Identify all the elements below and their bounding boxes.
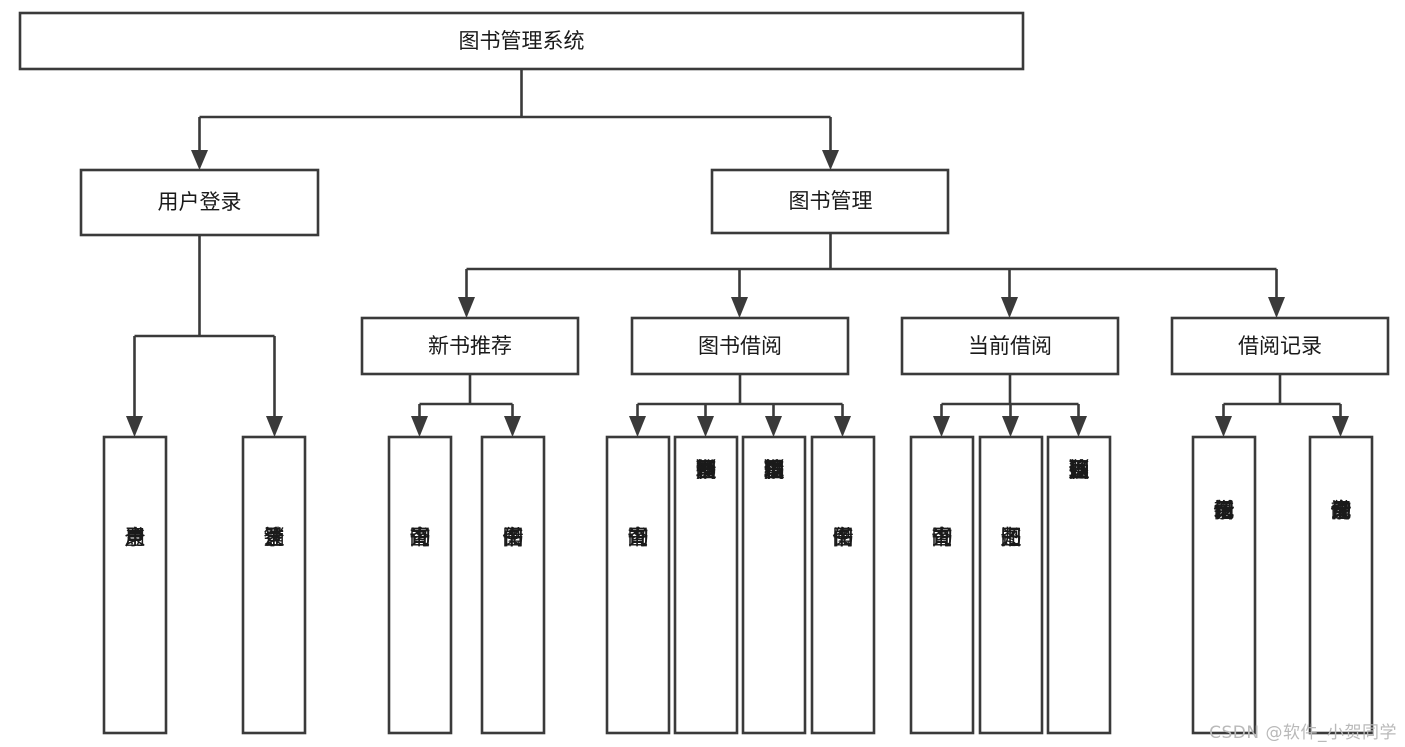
arrow-root-to-user-login	[191, 150, 208, 170]
node-leaf-borrow-book-label: 借阅图书	[833, 526, 854, 550]
arrow-current-borrow-leaf-1	[933, 416, 950, 437]
node-leaf-return-book-box[interactable]	[978, 435, 1044, 735]
node-borrow-record-box[interactable]	[1170, 316, 1390, 376]
node-user-login-label: 用户登录	[158, 190, 242, 214]
arrow-root-to-book-manage	[822, 150, 839, 170]
node-leaf-query-book-current-label: 查询图书	[932, 526, 953, 550]
node-root-label: 图书管理系统	[459, 29, 585, 53]
node-leaf-add-book-admin-label: 新增图书（管理员）	[696, 458, 717, 482]
node-leaf-user-login[interactable]: 用户登录	[102, 435, 168, 735]
node-leaf-query-book-rec-label: 查询图书	[410, 526, 431, 550]
node-leaf-edit-book-admin-box[interactable]	[741, 435, 807, 735]
arrow-book-borrow-leaf-2	[697, 416, 714, 437]
node-leaf-confirm-return-admin-label: 确认归还（管理员）	[1069, 458, 1090, 482]
arrow-book-borrow-leaf-1	[629, 416, 646, 437]
node-leaf-borrow-book-rec[interactable]: 借阅图书	[480, 435, 546, 735]
node-leaf-add-borrow-record[interactable]: 新增借阅记录	[1191, 435, 1257, 735]
node-leaf-user-login-box[interactable]	[102, 435, 168, 735]
node-leaf-query-borrow-record-box[interactable]	[1308, 435, 1374, 735]
node-leaf-query-book-borrow-label: 查询图书	[628, 526, 649, 550]
node-root[interactable]: 图书管理系统	[18, 11, 1025, 71]
node-leaf-borrow-book-box[interactable]	[810, 435, 876, 735]
node-user-login-box[interactable]	[79, 168, 320, 237]
node-new-book-recommend[interactable]: 新书推荐	[360, 316, 580, 376]
node-current-borrow[interactable]: 当前借阅	[900, 316, 1120, 376]
arrow-user-login-leaf-2	[266, 416, 283, 437]
node-leaf-borrow-book-rec-box[interactable]	[480, 435, 546, 735]
node-book-borrow-box[interactable]	[630, 316, 850, 376]
node-borrow-record-label: 借阅记录	[1238, 334, 1322, 358]
arrow-book-manage-child-2	[731, 297, 748, 318]
node-leaf-add-book-admin-box[interactable]	[673, 435, 739, 735]
node-leaf-query-book-borrow-box[interactable]	[605, 435, 671, 735]
arrow-book-borrow-leaf-4	[834, 416, 851, 437]
arrow-new-book-leaf-1	[411, 416, 428, 437]
node-leaf-logout-login-box[interactable]	[241, 435, 307, 735]
node-new-book-recommend-box[interactable]	[360, 316, 580, 376]
node-borrow-record[interactable]: 借阅记录	[1170, 316, 1390, 376]
node-leaf-query-book-borrow[interactable]: 查询图书	[605, 435, 671, 735]
node-root-box[interactable]	[18, 11, 1025, 71]
csdn-watermark: CSDN @软件_小贺同学	[1209, 723, 1397, 743]
node-current-borrow-label: 当前借阅	[968, 334, 1052, 358]
arrow-current-borrow-leaf-3	[1070, 416, 1087, 437]
node-leaf-query-borrow-record[interactable]: 查询借阅记录	[1308, 435, 1374, 735]
node-book-borrow[interactable]: 图书借阅	[630, 316, 850, 376]
node-leaf-add-book-admin[interactable]: 新增图书（管理员）	[673, 435, 739, 735]
node-leaf-borrow-book-rec-label: 借阅图书	[503, 526, 524, 550]
node-current-borrow-box[interactable]	[900, 316, 1120, 376]
node-leaf-query-borrow-record-label: 查询借阅记录	[1331, 499, 1352, 523]
node-leaf-logout-login-label: 注销登录	[264, 526, 285, 550]
node-leaf-user-login-label: 用户登录	[125, 526, 146, 550]
node-leaf-logout-login[interactable]: 注销登录	[241, 435, 307, 735]
node-leaf-query-book-rec[interactable]: 查询图书	[387, 435, 453, 735]
arrow-book-manage-child-4	[1268, 297, 1285, 318]
arrow-book-borrow-leaf-3	[765, 416, 782, 437]
arrow-current-borrow-leaf-2	[1002, 416, 1019, 437]
node-leaf-query-book-rec-box[interactable]	[387, 435, 453, 735]
node-book-borrow-label: 图书借阅	[698, 334, 782, 358]
connector-layer	[126, 69, 1349, 437]
node-leaf-return-book[interactable]: 归还图书	[978, 435, 1044, 735]
node-leaf-confirm-return-admin[interactable]: 确认归还（管理员）	[1046, 435, 1112, 735]
node-leaf-borrow-book[interactable]: 借阅图书	[810, 435, 876, 735]
node-leaf-return-book-label: 归还图书	[1001, 526, 1022, 550]
arrow-book-manage-child-1	[458, 297, 475, 318]
node-leaf-edit-book-admin-label: 编辑图书（管理员）	[764, 458, 785, 482]
node-leaf-query-book-current-box[interactable]	[909, 435, 975, 735]
node-leaf-add-borrow-record-box[interactable]	[1191, 435, 1257, 735]
node-leaf-confirm-return-admin-box[interactable]	[1046, 435, 1112, 735]
node-user-login[interactable]: 用户登录	[79, 168, 320, 237]
node-book-manage-box[interactable]	[710, 168, 950, 235]
arrow-book-manage-child-3	[1001, 297, 1018, 318]
node-book-manage-label: 图书管理	[789, 189, 873, 213]
arrow-borrow-record-leaf-2	[1332, 416, 1349, 437]
node-leaf-add-borrow-record-label: 新增借阅记录	[1214, 499, 1235, 523]
node-leaf-edit-book-admin[interactable]: 编辑图书（管理员）	[741, 435, 807, 735]
node-book-manage[interactable]: 图书管理	[710, 168, 950, 235]
node-leaf-query-book-current[interactable]: 查询图书	[909, 435, 975, 735]
arrow-new-book-leaf-2	[504, 416, 521, 437]
node-new-book-recommend-label: 新书推荐	[428, 334, 512, 358]
arrow-borrow-record-leaf-1	[1215, 416, 1232, 437]
arrow-user-login-leaf-1	[126, 416, 143, 437]
